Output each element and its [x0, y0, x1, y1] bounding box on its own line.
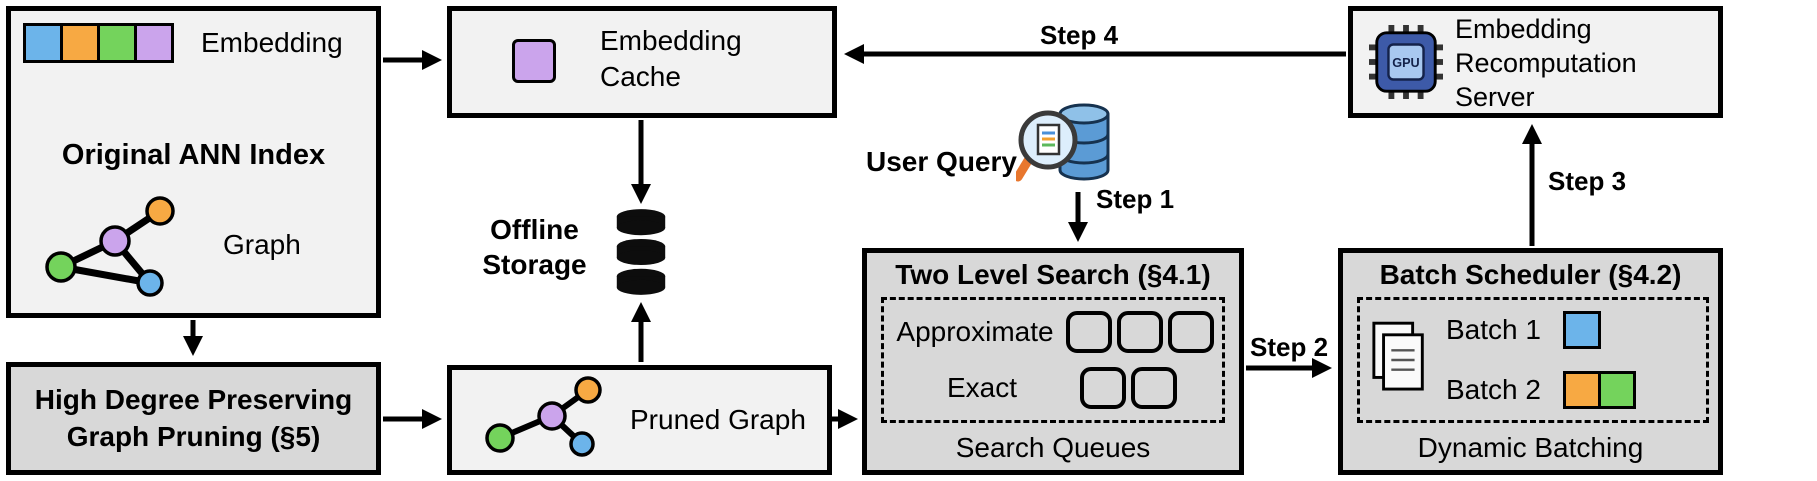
gpu-chip-icon: GPU — [1369, 25, 1443, 99]
two-level-search-box: Two Level Search (§4.1) Approximate Exac… — [862, 248, 1244, 475]
search-queues-panel: Approximate Exact — [881, 297, 1225, 423]
database-storage-icon — [616, 209, 666, 295]
purple-embedding-icon — [512, 39, 556, 83]
queue-slot — [1066, 311, 1112, 353]
step-1-label: Step 1 — [1096, 184, 1175, 214]
batch-swatch-green — [1598, 371, 1636, 409]
embedding-swatch-strip — [23, 23, 174, 63]
pruned-graph-label: Pruned Graph — [630, 404, 806, 435]
search-queues-footer: Search Queues — [955, 432, 1151, 463]
step-3-label: Step 3 — [1548, 166, 1627, 196]
embedding-swatch-blue — [23, 23, 63, 63]
papers-icon — [1372, 321, 1424, 391]
batch-2-swatches — [1563, 371, 1636, 409]
step-4-label: Step 4 — [1040, 20, 1119, 50]
offline-storage-label: Offline Storage — [482, 214, 587, 280]
embedding-swatch-purple — [134, 23, 174, 63]
graph-label: Graph — [223, 229, 301, 260]
batch-1-row: Batch 1 — [1446, 311, 1696, 349]
dynamic-batching-footer: Dynamic Batching — [1417, 432, 1644, 463]
embedding-swatch-orange — [60, 23, 100, 63]
graph-icon — [45, 196, 175, 297]
embedding-cache-title: Embedding Cache — [600, 25, 742, 93]
approximate-queue-slots — [1066, 311, 1214, 353]
pruned-graph-icon — [485, 376, 602, 457]
batch-rows: Batch 1 Batch 2 — [1432, 300, 1696, 420]
approximate-queue-row: Approximate — [892, 311, 1214, 353]
two-level-search-title: Two Level Search (§4.1) — [895, 259, 1211, 290]
original-ann-index-box: Embedding Original ANN Index Graph — [6, 6, 381, 318]
batch-1-label: Batch 1 — [1446, 314, 1541, 345]
gpu-icon-label: GPU — [1392, 56, 1419, 70]
user-query-label: User Query — [866, 146, 1017, 177]
exact-queue-row: Exact — [892, 367, 1214, 409]
dynamic-batching-panel: Batch 1 Batch 2 — [1357, 297, 1709, 423]
batch-scheduler-title: Batch Scheduler (§4.2) — [1379, 259, 1682, 290]
exact-queue-slots — [1080, 367, 1177, 409]
batch-2-row: Batch 2 — [1446, 371, 1696, 409]
recomputation-server-title: Embedding Recomputation Server — [1455, 14, 1637, 112]
approximate-label: Approximate — [896, 316, 1054, 347]
batch-swatch-blue — [1563, 311, 1601, 349]
graph-pruning-box: High Degree Preserving Graph Pruning (§5… — [6, 362, 381, 475]
embedding-label: Embedding — [201, 27, 343, 58]
batch-2-label: Batch 2 — [1446, 374, 1541, 405]
embedding-swatch-green — [97, 23, 137, 63]
batch-1-swatches — [1563, 311, 1601, 349]
recomputation-server-box: GPU Embedding Recomputation Server — [1348, 6, 1723, 118]
ann-index-title: Original ANN Index — [61, 139, 326, 171]
query-magnifier-database-icon — [1016, 103, 1110, 182]
batch-swatch-orange — [1563, 371, 1601, 409]
step-2-label: Step 2 — [1250, 332, 1329, 362]
batch-scheduler-box: Batch Scheduler (§4.2) Batch 1 Batch 2 — [1338, 248, 1723, 475]
queue-slot — [1131, 367, 1177, 409]
queue-slot — [1080, 367, 1126, 409]
queue-slot — [1168, 311, 1214, 353]
pruned-graph-box: Pruned Graph — [447, 365, 832, 475]
queue-slot — [1117, 311, 1163, 353]
embedding-cache-box: Embedding Cache — [447, 6, 837, 118]
graph-pruning-title: High Degree Preserving Graph Pruning (§5… — [34, 384, 353, 452]
exact-label: Exact — [946, 372, 1018, 403]
